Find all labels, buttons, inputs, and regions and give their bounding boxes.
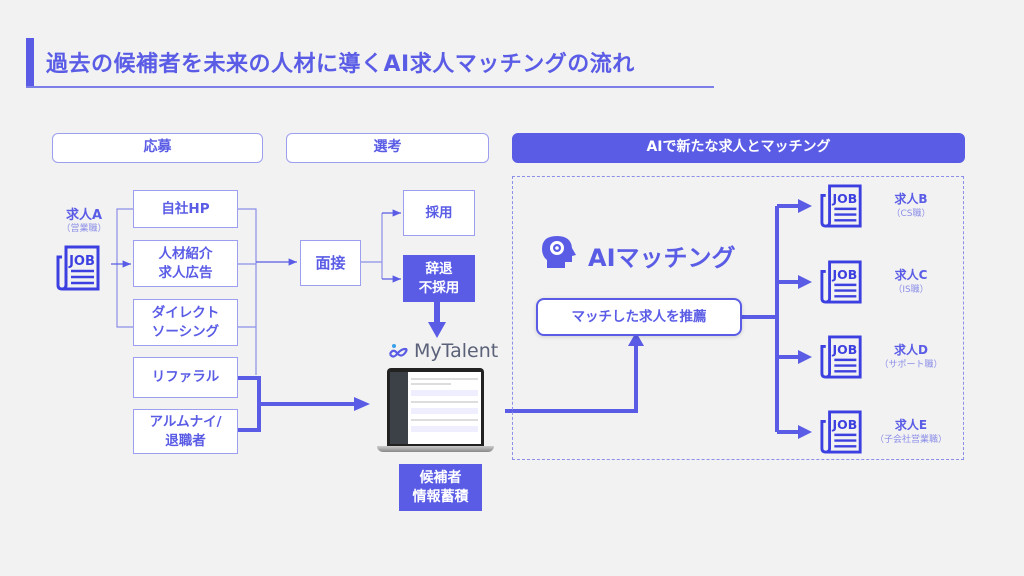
- section-header-selection: 選考: [286, 133, 489, 163]
- job-newspaper-icon: JOB: [820, 335, 862, 379]
- recommend-box: マッチした求人を推薦: [536, 298, 742, 336]
- channel-bracket-right: [238, 208, 297, 375]
- referral-alumni-bracket: [238, 376, 356, 432]
- job-newspaper-icon: JOB: [820, 410, 862, 454]
- channel-company-hp: 自社HP: [133, 190, 238, 228]
- head-gear-icon: [542, 236, 576, 268]
- matched-job-label: 求人D: [894, 343, 928, 357]
- job-arrowheads: [798, 199, 812, 439]
- source-job-sub: （営業職）: [61, 224, 107, 234]
- hired-box: 採用: [403, 190, 475, 236]
- title-underline: [26, 86, 714, 88]
- matched-job-sub: （サポート職）: [879, 360, 943, 370]
- channel-referral: リファラル: [133, 357, 238, 398]
- job-newspaper-icon: JOB: [56, 245, 100, 291]
- channel-alumni: アルムナイ/ 退職者: [133, 409, 238, 454]
- interview-branch: [361, 209, 401, 283]
- ai-matching-title: AIマッチング: [588, 244, 736, 272]
- declined-to-mytalent-arrow: [428, 301, 446, 338]
- job-newspaper-icon: JOB: [820, 184, 862, 228]
- channel-direct-sourcing: ダイレクト ソーシング: [133, 299, 238, 346]
- declined-box: 辞退 不採用: [403, 255, 475, 302]
- svg-text:JOB: JOB: [68, 254, 95, 269]
- channel-agency-ads: 人材紹介 求人広告: [133, 240, 238, 287]
- matched-job-label: 求人B: [894, 192, 928, 206]
- mytalent-logo-text: MyTalent: [414, 340, 499, 362]
- section-header-apply: 応募: [52, 133, 263, 163]
- svg-text:JOB: JOB: [832, 267, 858, 282]
- matched-job-label: 求人E: [894, 418, 928, 432]
- svg-text:JOB: JOB: [832, 342, 858, 357]
- page-title: 過去の候補者を未来の人材に導くAI求人マッチングの流れ: [46, 52, 635, 77]
- job-newspaper-icon: JOB: [820, 260, 862, 304]
- interview-box: 面接: [300, 240, 361, 286]
- matched-job-sub: （CS職）: [891, 209, 931, 219]
- title-accent-bar: [26, 38, 34, 86]
- matched-job-sub: （IS職）: [893, 285, 929, 295]
- section-header-ai-matching: AIで新たな求人とマッチング: [512, 133, 965, 163]
- candidate-storage-box: 候補者 情報蓄積: [399, 464, 482, 511]
- svg-text:JOB: JOB: [832, 191, 858, 206]
- matched-job-label: 求人C: [894, 268, 928, 282]
- to-mytalent-arrowhead: [354, 397, 370, 411]
- matched-job-sub: （子会社営業職）: [874, 435, 947, 445]
- mytalent-to-recommend-arrow: [505, 344, 638, 413]
- laptop-screenshot: [377, 368, 494, 456]
- ai-matching-area: [512, 176, 964, 460]
- infinity-person-icon: [389, 344, 408, 358]
- svg-text:JOB: JOB: [832, 417, 858, 432]
- mytalent-logo: MyTalent: [388, 340, 498, 362]
- source-job-label: 求人A: [65, 208, 103, 223]
- recommend-to-jobs-tree: [742, 204, 800, 434]
- channel-bracket-left: [111, 208, 133, 328]
